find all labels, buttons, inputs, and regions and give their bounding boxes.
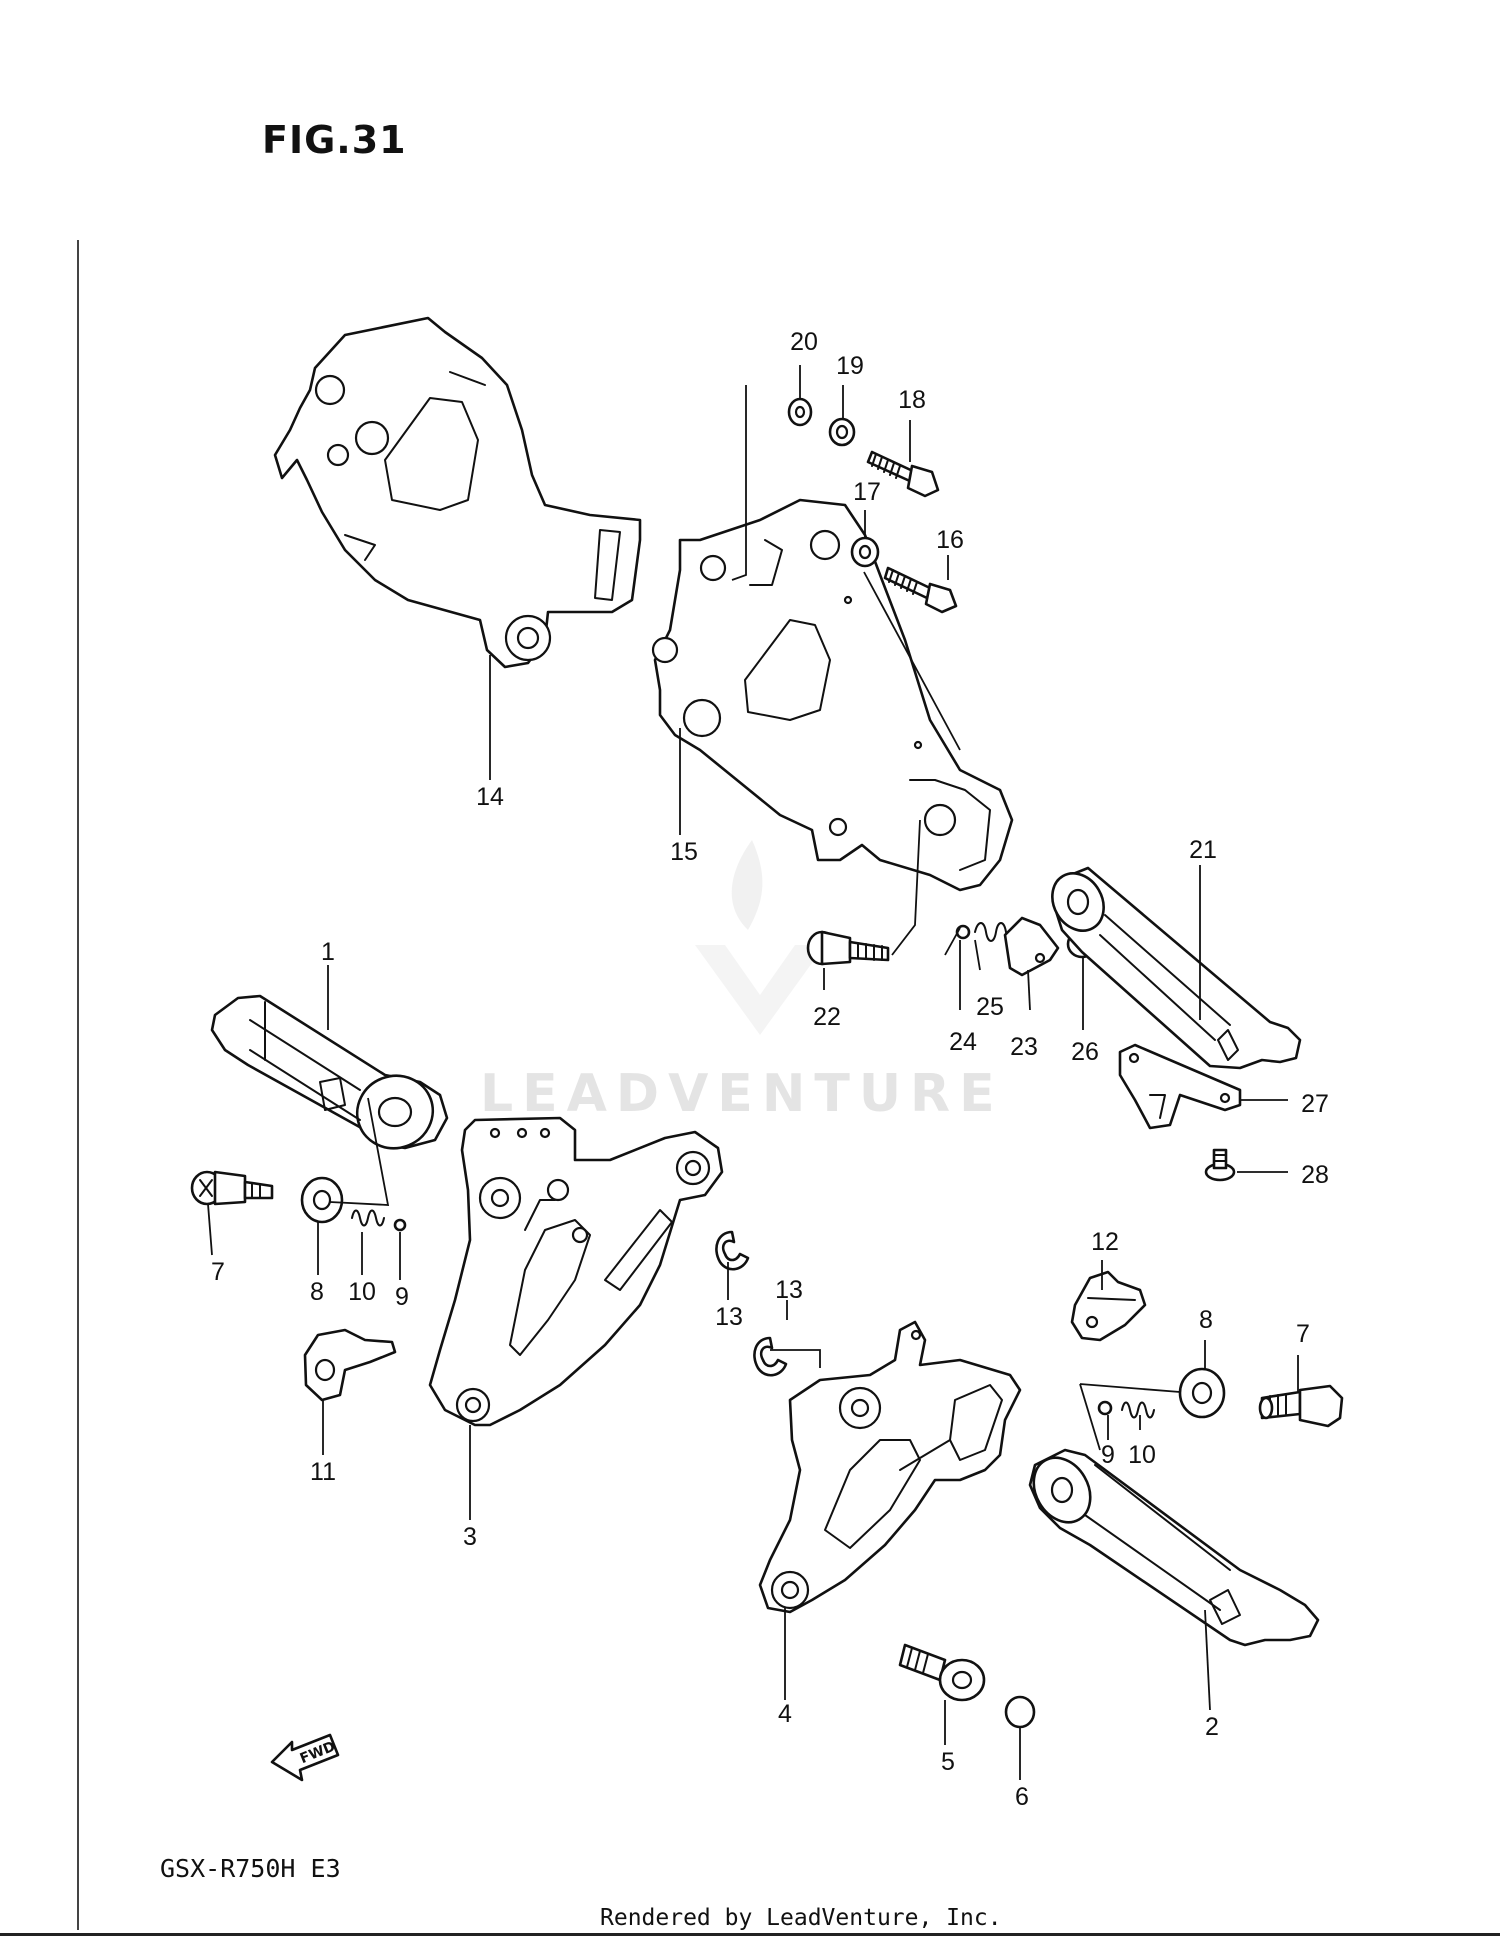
callout-10-left: 10 bbox=[348, 1278, 376, 1306]
callout-23: 23 bbox=[1010, 1033, 1038, 1061]
part-8-washer-right[interactable] bbox=[1178, 1367, 1226, 1419]
part-17-washer[interactable] bbox=[850, 536, 880, 568]
part-23-plate[interactable] bbox=[1003, 916, 1060, 977]
callout-4: 4 bbox=[778, 1700, 792, 1728]
callout-13-left: 13 bbox=[715, 1303, 743, 1331]
callout-2: 2 bbox=[1205, 1713, 1219, 1741]
callout-26: 26 bbox=[1071, 1038, 1099, 1066]
part-13-clip-right[interactable] bbox=[753, 1336, 788, 1377]
callout-17: 17 bbox=[853, 478, 881, 506]
part-11-plate[interactable] bbox=[303, 1328, 397, 1402]
callout-20: 20 bbox=[790, 328, 818, 356]
callout-28: 28 bbox=[1301, 1161, 1329, 1189]
part-7-bolt-right[interactable] bbox=[1258, 1384, 1344, 1428]
part-6-cap[interactable] bbox=[1004, 1695, 1036, 1729]
callout-18: 18 bbox=[898, 386, 926, 414]
watermark-logo bbox=[695, 840, 825, 1035]
callout-24: 24 bbox=[949, 1028, 977, 1056]
part-19-nut[interactable] bbox=[828, 417, 856, 447]
model-code-label: GSX-R750H E3 bbox=[160, 1854, 341, 1883]
part-20-washer[interactable] bbox=[787, 397, 813, 427]
part-7-bolt-left[interactable] bbox=[190, 1170, 274, 1206]
callout-10-right: 10 bbox=[1128, 1441, 1156, 1469]
callout-11: 11 bbox=[310, 1458, 336, 1486]
callout-1: 1 bbox=[321, 938, 335, 966]
part-28-screw[interactable] bbox=[1204, 1148, 1236, 1182]
callout-3: 3 bbox=[463, 1523, 477, 1551]
part-3-bracket[interactable] bbox=[428, 1116, 724, 1427]
watermark-text: LEADVENTURE bbox=[480, 1064, 1004, 1124]
callout-19: 19 bbox=[836, 352, 864, 380]
callout-14: 14 bbox=[476, 783, 504, 811]
footer-credit: Rendered by LeadVenture, Inc. bbox=[600, 1905, 1002, 1931]
part-8-washer-left[interactable] bbox=[300, 1176, 344, 1224]
part-13-clip-left[interactable] bbox=[715, 1230, 750, 1271]
bottom-rule-line bbox=[0, 1933, 1500, 1936]
callout-22: 22 bbox=[813, 1003, 841, 1031]
callout-12: 12 bbox=[1091, 1228, 1119, 1256]
callout-21: 21 bbox=[1189, 836, 1217, 864]
callout-labels: 1 2 3 4 5 6 7 7 8 8 9 9 10 10 11 12 13 1… bbox=[211, 328, 1329, 1811]
part-27-plate[interactable] bbox=[1118, 1043, 1242, 1130]
leader-lines bbox=[207, 365, 1299, 1780]
part-12-plate[interactable] bbox=[1070, 1270, 1147, 1342]
part-4-bracket[interactable] bbox=[758, 1320, 1022, 1614]
callout-5: 5 bbox=[941, 1748, 955, 1776]
part-16-bolt[interactable] bbox=[883, 566, 958, 614]
callout-8-right: 8 bbox=[1199, 1306, 1213, 1334]
part-18-bolt[interactable] bbox=[866, 450, 940, 498]
callout-27: 27 bbox=[1301, 1090, 1329, 1118]
part-15-bracket[interactable] bbox=[651, 498, 1014, 892]
callout-25: 25 bbox=[976, 993, 1004, 1021]
callout-6: 6 bbox=[1015, 1783, 1029, 1811]
callout-13-right: 13 bbox=[775, 1276, 803, 1304]
callout-9-right: 9 bbox=[1101, 1441, 1115, 1469]
part-22-bolt[interactable] bbox=[806, 930, 890, 966]
fwd-arrow-icon: FWD bbox=[270, 1733, 340, 1782]
left-border-line bbox=[77, 240, 79, 1930]
callout-9-left: 9 bbox=[395, 1283, 409, 1311]
callout-16: 16 bbox=[936, 526, 964, 554]
callout-15: 15 bbox=[670, 838, 698, 866]
part-21-footrest[interactable] bbox=[1042, 864, 1302, 1070]
part-9-ball-right[interactable] bbox=[1097, 1400, 1113, 1416]
callout-8-left: 8 bbox=[310, 1278, 324, 1306]
part-5-bolt[interactable] bbox=[898, 1643, 986, 1702]
callout-7-left: 7 bbox=[211, 1258, 225, 1286]
part-9-ball-left[interactable] bbox=[393, 1218, 407, 1232]
part-10-spring-left[interactable] bbox=[351, 1209, 385, 1227]
part-2-footrest[interactable] bbox=[1022, 1448, 1320, 1647]
figure-title: FIG.31 bbox=[262, 118, 407, 162]
callout-7-right: 7 bbox=[1296, 1320, 1310, 1348]
part-14-bracket[interactable] bbox=[273, 316, 642, 669]
part-10-spring-right[interactable] bbox=[1121, 1401, 1155, 1419]
part-1-footrest[interactable] bbox=[210, 994, 449, 1159]
